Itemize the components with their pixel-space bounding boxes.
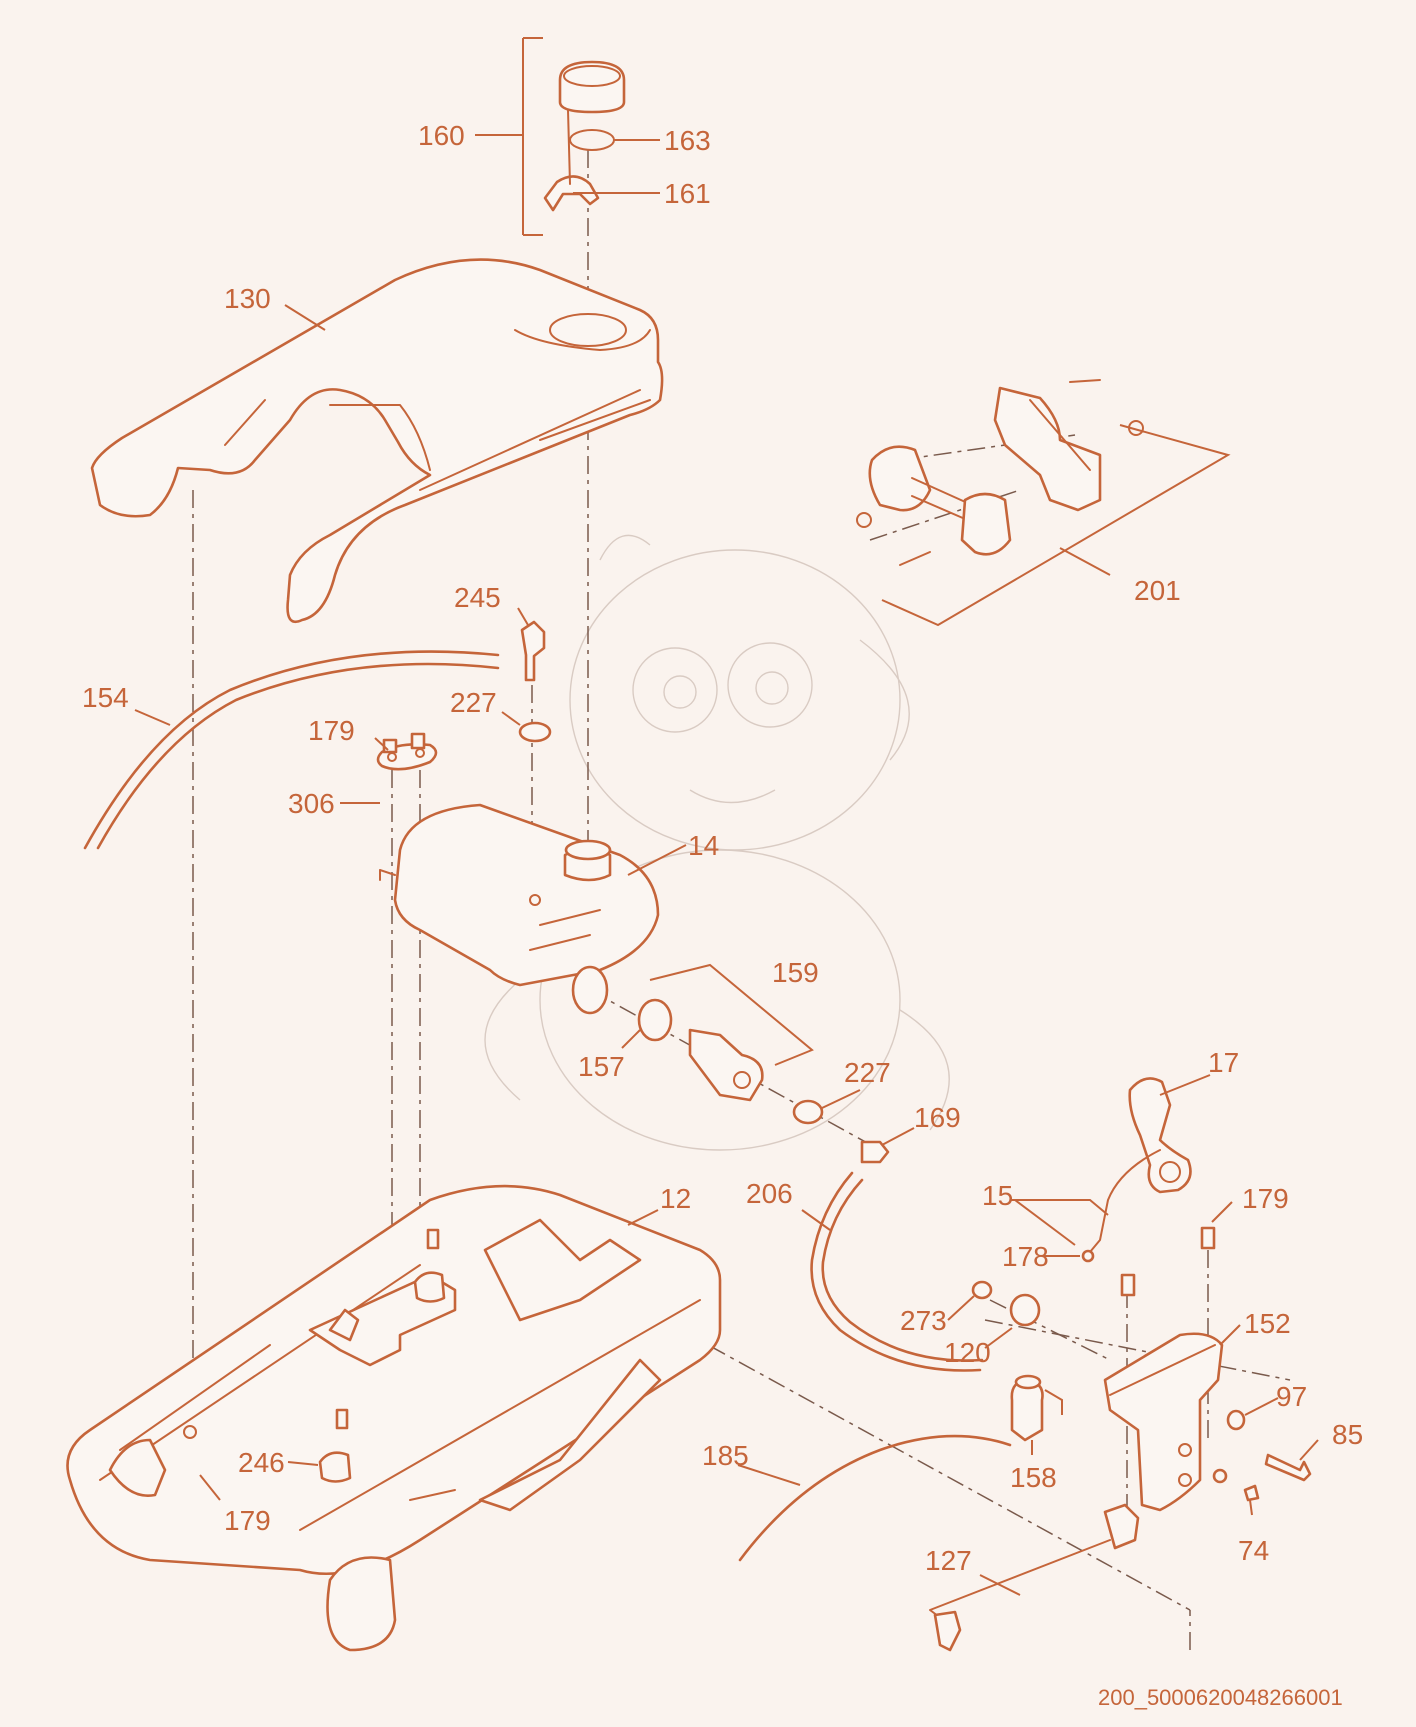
label-178: 178 (1002, 1241, 1049, 1272)
label-120: 120 (944, 1337, 991, 1368)
grommet-227b (792, 1099, 824, 1125)
label-159: 159 (772, 957, 819, 988)
label-157: 157 (578, 1051, 625, 1082)
clamp-246 (318, 1228, 446, 1483)
hose-206 (810, 1171, 982, 1372)
washer-74 (1212, 1468, 1228, 1484)
label-12: 12 (660, 1183, 691, 1214)
label-179a: 179 (308, 715, 355, 746)
label-227a: 227 (450, 687, 497, 718)
washer-97 (1226, 1409, 1246, 1431)
label-161: 161 (664, 178, 711, 209)
hose-154-inner (96, 662, 500, 850)
fuel-cap-assembly (522, 37, 626, 236)
valve-158 (1010, 1374, 1063, 1442)
bracket-kit (856, 379, 1231, 627)
hose-206-inner (821, 1178, 984, 1362)
watermark-dragon (484, 534, 950, 1151)
filter-assembly (637, 963, 814, 1102)
mount-152 (1103, 1332, 1224, 1512)
label-206: 206 (746, 1178, 793, 1209)
pin-178 (1081, 1249, 1095, 1263)
top-cover (90, 258, 664, 624)
label-245: 245 (454, 582, 501, 613)
sensor-127 (929, 1503, 1140, 1652)
hose-185 (738, 1434, 1012, 1562)
frame-12 (66, 1184, 722, 1652)
nut-273 (971, 1280, 993, 1300)
label-246: 246 (238, 1447, 285, 1478)
label-185: 185 (702, 1440, 749, 1471)
disc-120 (1009, 1293, 1041, 1327)
label-163: 163 (664, 125, 711, 156)
leader-lines (134, 134, 1319, 1596)
assembly-axes (192, 150, 1291, 1650)
elbow-fitting-245 (518, 620, 552, 743)
label-273: 273 (900, 1305, 947, 1336)
label-169: 169 (914, 1102, 961, 1133)
fuel-tank (379, 803, 660, 1015)
label-85: 85 (1332, 1419, 1363, 1450)
label-201: 201 (1134, 575, 1181, 606)
label-130: 130 (224, 283, 271, 314)
label-179b: 179 (1242, 1183, 1289, 1214)
label-97: 97 (1276, 1381, 1307, 1412)
bolt-85 (1264, 1453, 1312, 1482)
bolt-plate-306 (376, 732, 438, 771)
label-74: 74 (1238, 1535, 1269, 1566)
part-labels: 160 163 161 130 201 245 154 227 179 306 … (82, 120, 1363, 1710)
label-227b: 227 (844, 1057, 891, 1088)
label-15: 15 (982, 1180, 1013, 1211)
label-152: 152 (1244, 1308, 1291, 1339)
label-306: 306 (288, 788, 335, 819)
hose-154 (83, 650, 500, 850)
fitting-169 (860, 1140, 890, 1164)
label-179c: 179 (224, 1505, 271, 1536)
label-158: 158 (1010, 1462, 1057, 1493)
bolt-179b (1200, 1226, 1216, 1250)
label-160: 160 (418, 120, 465, 151)
label-154: 154 (82, 682, 129, 713)
label-127: 127 (925, 1545, 972, 1576)
label-17: 17 (1208, 1047, 1239, 1078)
drawing-code: 200_5000620048266001 (1098, 1685, 1343, 1710)
lever-17 (1128, 1077, 1192, 1194)
bolt-179-frame (1120, 1273, 1136, 1297)
label-14: 14 (688, 830, 719, 861)
rod-15 (1089, 1149, 1161, 1253)
screw-74 (1243, 1484, 1260, 1502)
